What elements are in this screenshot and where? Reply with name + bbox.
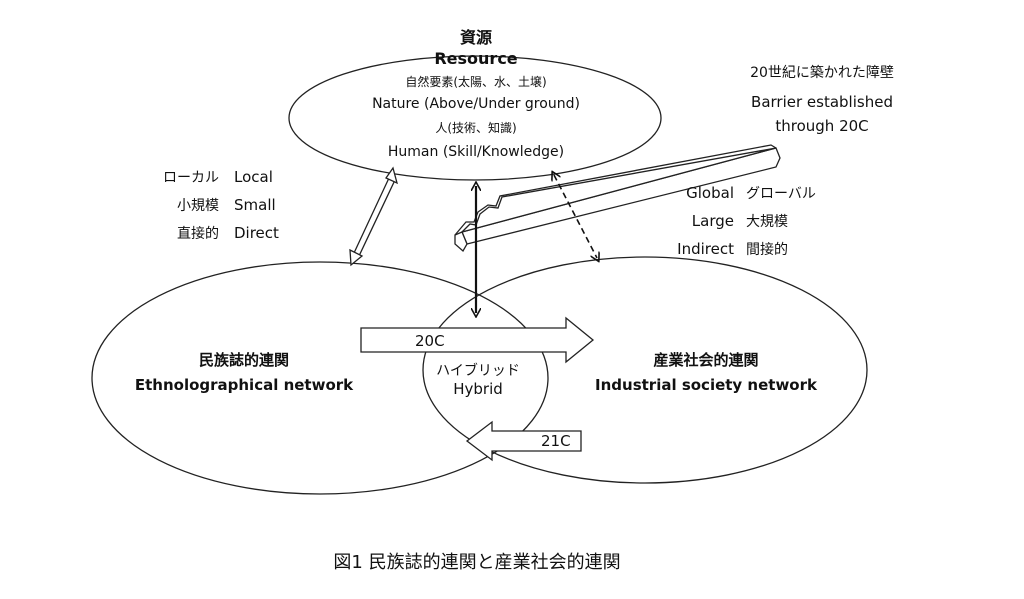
right-attr-large-en: Large (692, 212, 734, 230)
barrier-label-jp: 20世紀に築かれた障壁 (750, 65, 894, 81)
resource-human-jp: 人(技術、知識) (435, 121, 516, 135)
right-attr-global-en: Global (686, 184, 734, 202)
resource-title-en: Resource (434, 49, 517, 68)
resource-title-jp: 資源 (460, 28, 492, 47)
global-resource-dashed-arrow (554, 175, 597, 258)
arrow-20c (360, 316, 595, 364)
left-attr-local-en: Local (234, 168, 273, 186)
barrier-label-en-2: through 20C (775, 117, 868, 135)
industrial-network-ellipse (422, 256, 868, 484)
arrow-20c-label: 20C (415, 332, 445, 350)
right-attr-global-jp: グローバル (746, 186, 816, 202)
resource-nature-jp: 自然要素(太陽、水、土壌) (405, 74, 546, 89)
local-resource-double-arrow (349, 166, 398, 267)
ethnographical-network-ellipse (91, 261, 549, 495)
industrial-label-en: Industrial society network (595, 376, 818, 394)
left-attr-small-jp: 小規模 (177, 198, 219, 214)
ethno-label-en: Ethnolographical network (135, 376, 354, 394)
figure-caption: 図1 民族誌的連関と産業社会的連関 (333, 552, 620, 573)
arrow-21c (465, 420, 582, 462)
arrow-21c-label: 21C (541, 432, 571, 450)
hybrid-label-en: Hybrid (453, 380, 503, 398)
hybrid-label-jp: ハイブリッド (436, 362, 520, 379)
ethno-label-jp: 民族誌的連関 (199, 351, 289, 369)
left-attr-small-en: Small (234, 196, 276, 214)
right-attr-indirect-jp: 間接的 (746, 241, 788, 258)
left-attr-local-jp: ローカル (163, 170, 219, 186)
barrier-wall (454, 144, 781, 253)
left-attr-direct-jp: 直接的 (177, 225, 219, 242)
resource-ellipse (288, 55, 662, 181)
barrier-label-en-1: Barrier established (751, 93, 893, 111)
resource-human-en: Human (Skill/Knowledge) (388, 144, 564, 160)
right-attr-indirect-en: Indirect (677, 240, 734, 258)
right-attr-large-jp: 大規模 (746, 214, 788, 230)
industrial-label-jp: 産業社会的連関 (653, 351, 758, 369)
left-attr-direct-en: Direct (234, 224, 279, 242)
resource-nature-en: Nature (Above/Under ground) (372, 96, 580, 112)
